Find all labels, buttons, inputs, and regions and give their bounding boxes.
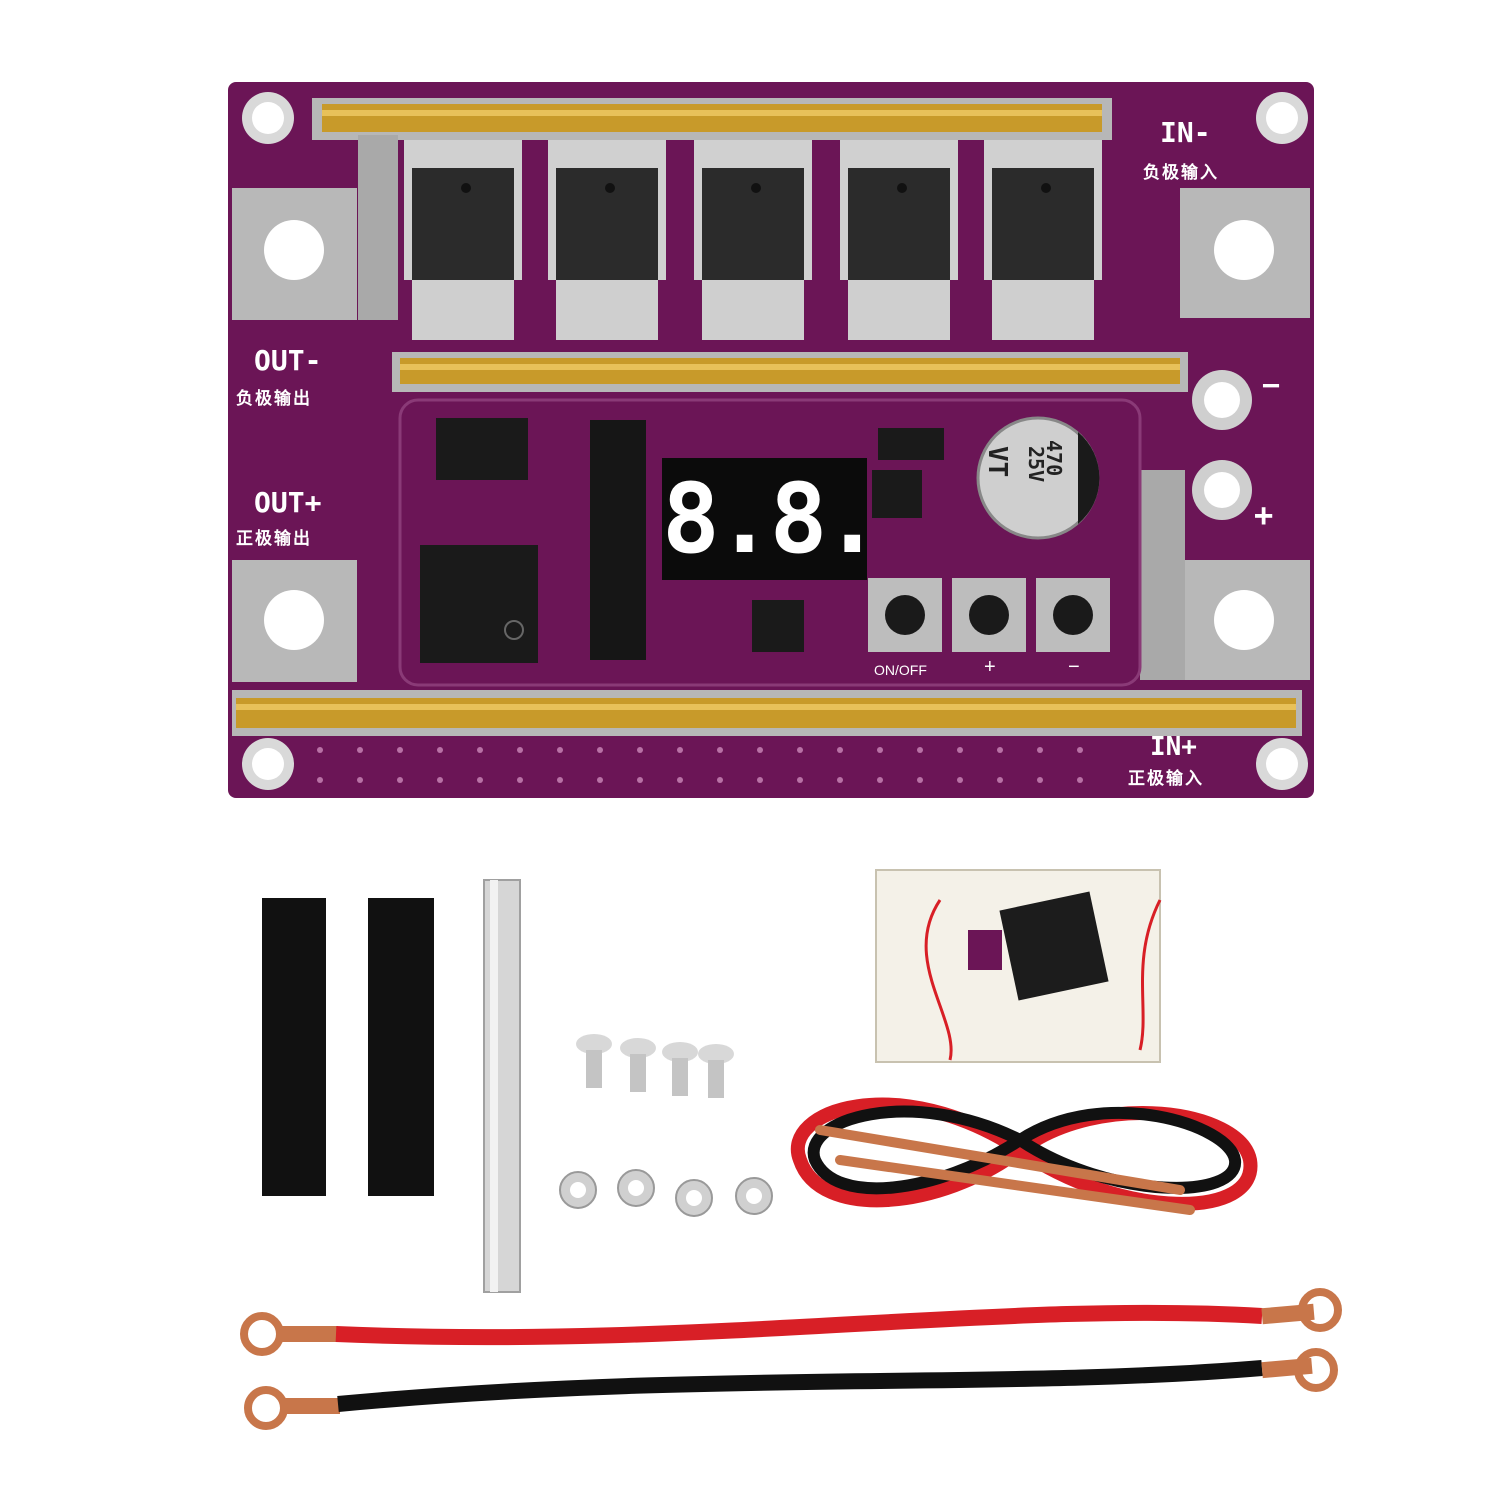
in-plus-cn-label: 正极输入 <box>1128 769 1204 789</box>
nut <box>617 1169 655 1207</box>
terminal-minus-label: − <box>1262 368 1281 403</box>
screw <box>698 1044 734 1098</box>
black-battery-cable <box>244 1348 1338 1430</box>
bottom-copper-bar <box>232 690 1302 736</box>
seven-segment-display: 8.8. <box>662 458 881 580</box>
mount-hole <box>242 92 294 144</box>
out-plus-label: OUT+ <box>254 486 322 519</box>
ic-chip <box>590 420 646 660</box>
minus-terminal <box>1192 370 1252 430</box>
nut <box>675 1179 713 1217</box>
in-minus-pad <box>1180 188 1310 318</box>
heat-shrink-tube <box>368 898 434 1196</box>
screw <box>662 1042 698 1096</box>
mount-hole <box>242 738 294 790</box>
in-plus-pad <box>1180 560 1310 680</box>
out-minus-label: OUT- <box>254 344 322 377</box>
mosfet <box>548 140 666 340</box>
chip <box>436 418 528 480</box>
nut <box>559 1171 597 1209</box>
vias <box>317 747 1083 783</box>
instruction-card <box>875 869 1162 1063</box>
welding-pen-cables <box>790 1097 1258 1215</box>
mosfet-row <box>404 140 1102 340</box>
button-plus[interactable] <box>952 578 1026 652</box>
heat-shrink-tube <box>262 898 326 1196</box>
screw <box>620 1038 656 1092</box>
mosfet <box>984 140 1102 340</box>
plus-button-label: + <box>984 656 996 678</box>
mount-hole <box>1256 92 1308 144</box>
red-battery-cable <box>240 1288 1342 1356</box>
middle-copper-bar <box>392 352 1188 392</box>
terminal-plus-label: + <box>1254 496 1274 534</box>
out-minus-cn-label: 负极输出 <box>236 389 312 409</box>
in-minus-label: IN- <box>1160 116 1211 149</box>
mosfet <box>404 140 522 340</box>
nut <box>735 1177 773 1215</box>
button-minus[interactable] <box>1036 578 1110 652</box>
onoff-button-label: ON/OFF <box>874 662 927 678</box>
capacitor-text-1: VT <box>982 446 1012 478</box>
button-onoff[interactable] <box>868 578 942 652</box>
top-copper-bar <box>312 98 1112 140</box>
in-plus-label: IN+ <box>1150 732 1197 762</box>
screw <box>576 1034 612 1088</box>
out-minus-pad <box>232 188 357 320</box>
out-plus-pad <box>232 560 357 682</box>
out-plus-cn-label: 正极输出 <box>236 529 312 549</box>
spot-welder-board <box>228 82 1314 798</box>
mosfet <box>840 140 958 340</box>
mount-hole <box>1256 738 1308 790</box>
in-minus-cn-label: 负极输入 <box>1143 163 1219 183</box>
mosfet <box>694 140 812 340</box>
nickel-strip <box>483 879 521 1293</box>
capacitor <box>976 416 1100 540</box>
minus-button-label: − <box>1068 656 1080 678</box>
buzzer <box>420 545 538 663</box>
plus-terminal <box>1192 460 1252 520</box>
capacitor-text-3: 470 <box>1042 440 1066 477</box>
